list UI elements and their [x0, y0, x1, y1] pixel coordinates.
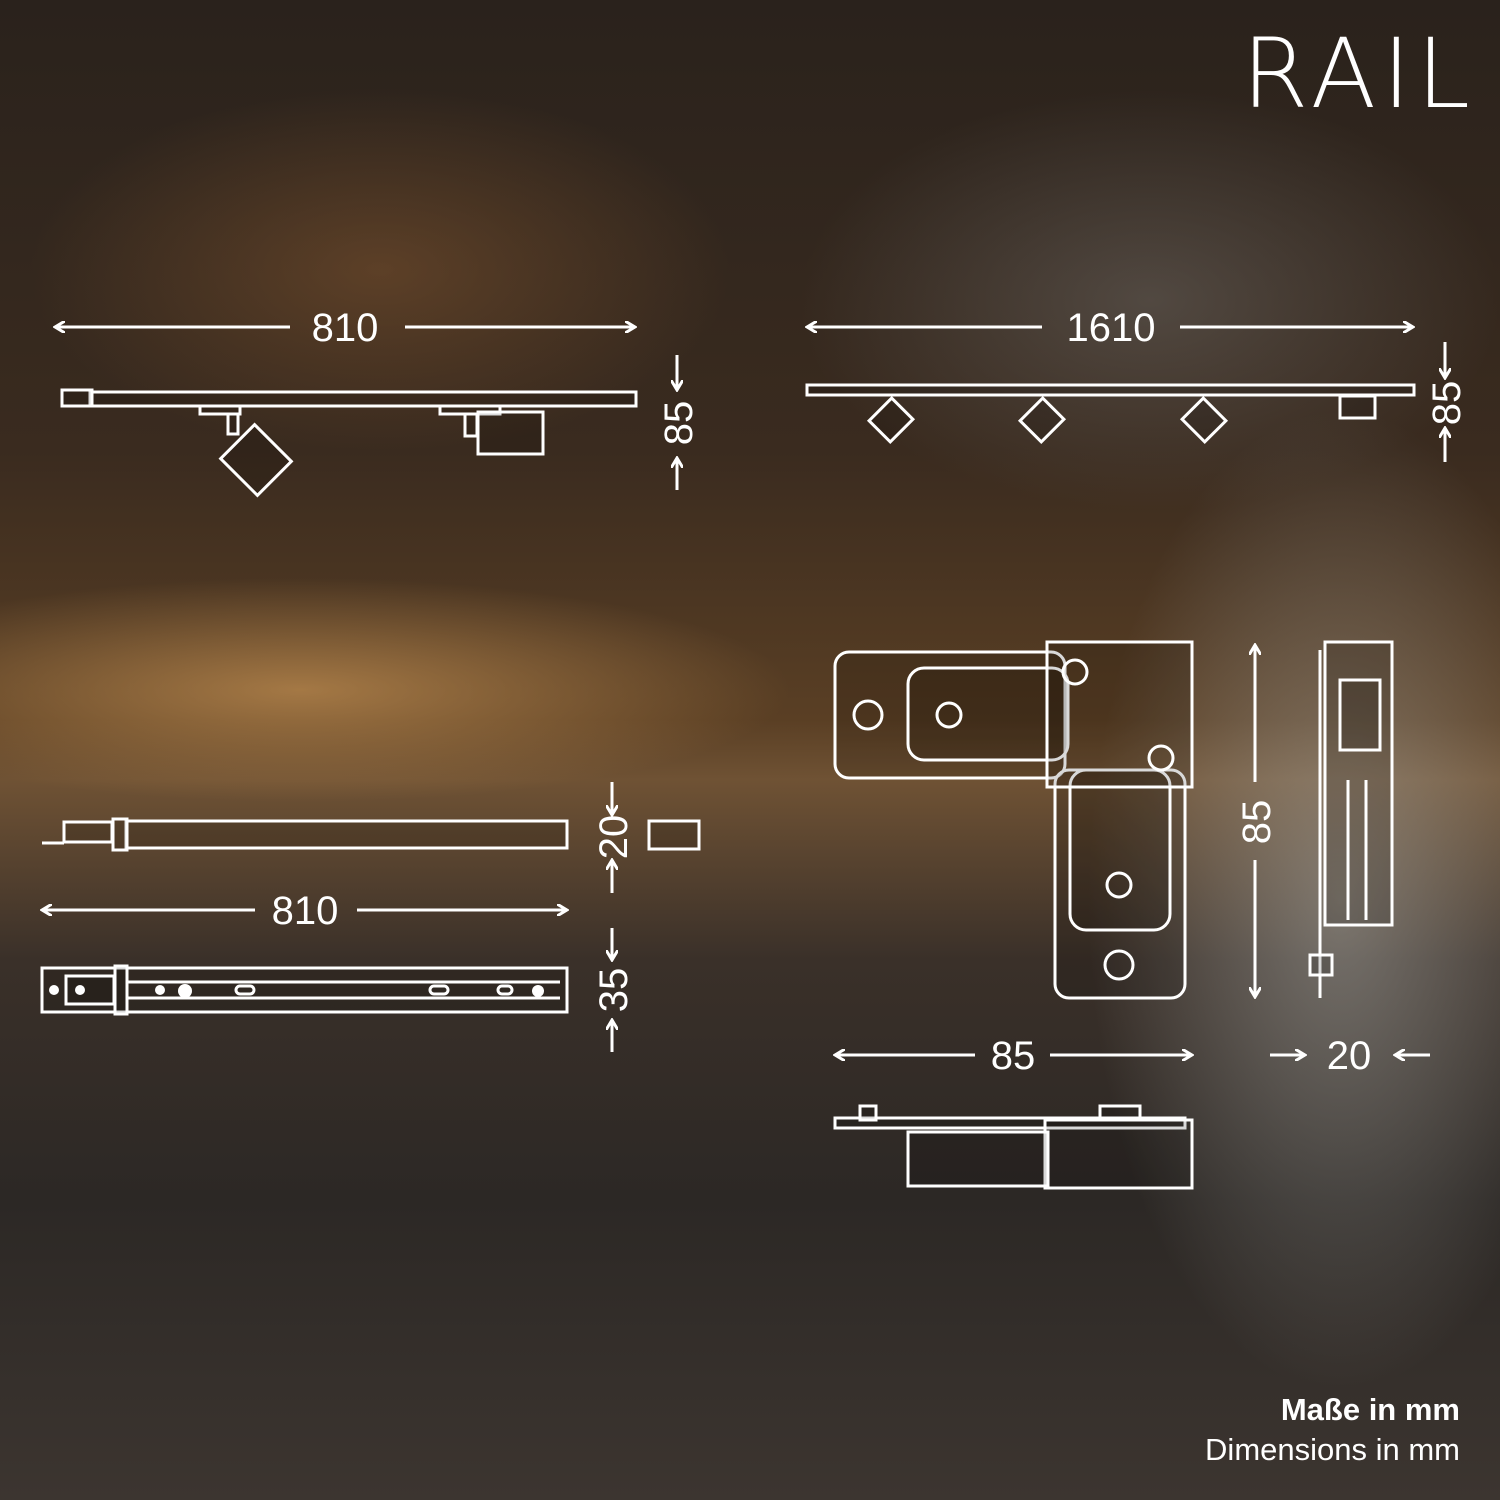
rail-bottom-width-label: 35 — [592, 968, 636, 1013]
rail-side-view-drawing: 20 810 35 — [42, 782, 701, 1052]
rail-side-height-label: 20 — [592, 815, 636, 860]
rail-4-spot-drawing: 1610 85 — [807, 306, 1469, 462]
dimensions-note-de: Maße in mm — [1280, 1392, 1460, 1427]
l-connector-drawing: 85 85 20 — [835, 640, 1430, 1190]
rail-2-spot-drawing: 810 85 — [55, 306, 701, 498]
dimensions-note-en: Dimensions in mm — [1205, 1432, 1460, 1467]
connector-width-label: 85 — [991, 1034, 1036, 1078]
connector-height-label: 85 — [1235, 800, 1279, 845]
rail-4-height-label: 85 — [1425, 381, 1469, 426]
rail-2-height-label: 85 — [657, 401, 701, 446]
rail-4-length-label: 1610 — [1067, 306, 1156, 350]
rail-2-length-label: 810 — [312, 306, 379, 350]
brand-logo: RAIL — [1241, 18, 1476, 130]
rail-bottom-length-label: 810 — [272, 889, 339, 933]
connector-depth-label: 20 — [1327, 1034, 1372, 1078]
